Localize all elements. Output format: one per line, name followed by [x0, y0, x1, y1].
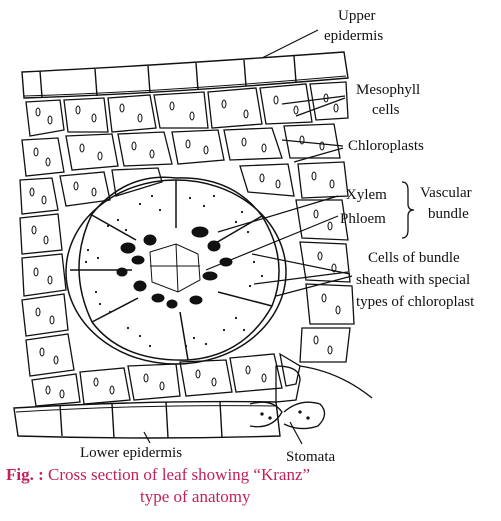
vascular-inner-cells [149, 243, 201, 293]
label-sheath-2: sheath with special [356, 272, 470, 288]
label-phloem: Phloem [340, 211, 386, 227]
lower-epidermis [13, 400, 281, 439]
vascular-bundle [116, 226, 233, 309]
bundle-sheath-chloroplasts [84, 194, 264, 348]
label-stomata: Stomata [286, 449, 336, 465]
mesophyll-cells [19, 81, 355, 407]
bundle-sheath [65, 176, 287, 365]
label-vascular-1: Vascular [420, 185, 472, 201]
label-xylem: Xylem [346, 187, 387, 203]
caption-text-1: Cross section of leaf showing “Kranz” [48, 465, 311, 484]
stomata [249, 365, 373, 430]
vascular-brace [401, 181, 415, 239]
label-mesophyll-1: Mesophyll [356, 82, 420, 98]
caption-prefix: Fig. : [6, 465, 44, 484]
caption-line-1: Fig. : Cross section of leaf showing “Kr… [6, 465, 310, 485]
label-lower-epidermis: Lower epidermis [80, 445, 182, 461]
leader-lines [143, 29, 353, 445]
label-upper-2: epidermis [324, 28, 383, 44]
label-upper-1: Upper [338, 8, 376, 24]
label-vascular-2: bundle [428, 206, 469, 222]
label-chloroplasts: Chloroplasts [348, 138, 424, 154]
label-sheath-3: types of chloroplast [356, 294, 475, 310]
label-sheath-1: Cells of bundle [368, 250, 460, 266]
upper-epidermis [21, 51, 349, 99]
mesophyll-chloroplasts [29, 93, 341, 399]
label-mesophyll-2: cells [372, 102, 400, 118]
caption-line-2: type of anatomy [140, 487, 251, 506]
